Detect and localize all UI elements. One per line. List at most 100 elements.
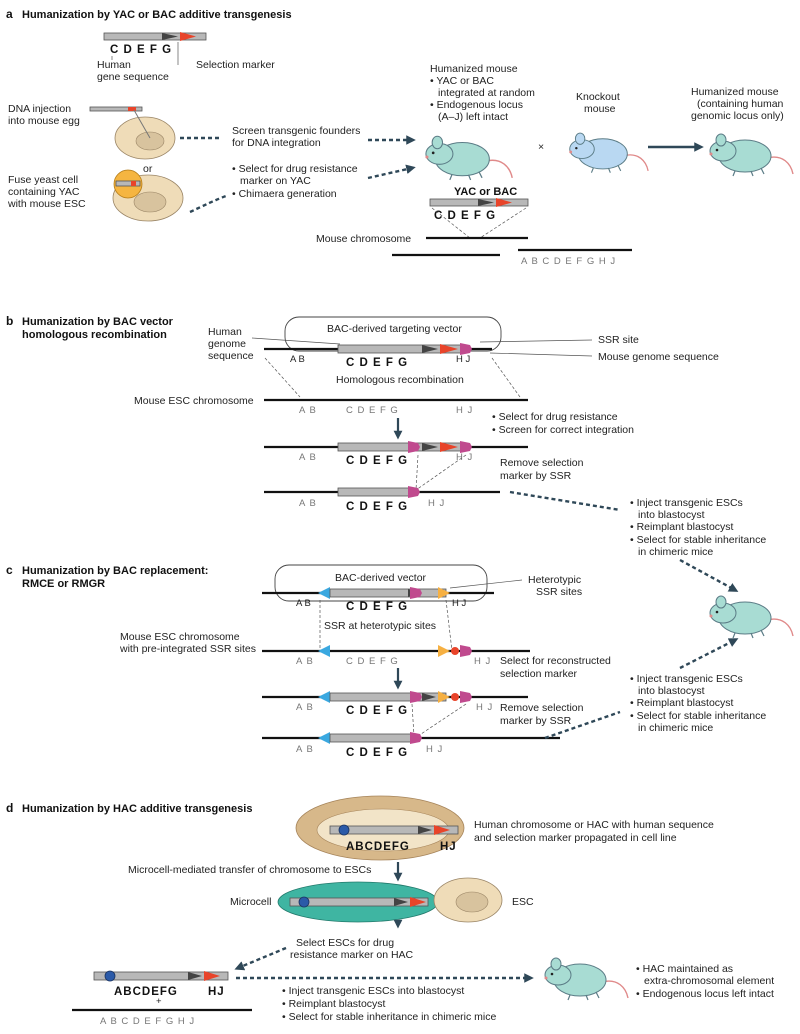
mouse-chromosome-label: Mouse chromosome bbox=[316, 233, 411, 245]
fused-esc bbox=[112, 169, 184, 222]
screen-label-2: for DNA integration bbox=[232, 137, 321, 149]
esc-hj: H J bbox=[456, 405, 473, 416]
esc-cdefg: C D E F G bbox=[346, 405, 399, 416]
yac-bac-label: YAC or BAC bbox=[454, 186, 517, 198]
human-label-2: genome bbox=[208, 338, 246, 350]
select-drug-label: • Select for drug resistance bbox=[492, 411, 618, 423]
mouse-genome-label: Mouse genome sequence bbox=[598, 351, 719, 363]
fuse-label-2: containing YAC bbox=[8, 186, 80, 198]
inject-block-lower: • Inject transgenic ESCs into blastocyst… bbox=[630, 673, 766, 734]
chimeric-mouse-icon bbox=[708, 595, 794, 639]
panel-b-title-1: Humanization by BAC vector bbox=[22, 316, 174, 328]
inject-lower-1: • Inject transgenic ESCs bbox=[630, 673, 743, 685]
ssr-site-label: SSR site bbox=[598, 334, 639, 346]
inject-block-upper: • Inject transgenic ESCs into blastocyst… bbox=[630, 497, 766, 558]
dash-upper-to-mouse bbox=[679, 558, 739, 592]
remove-marker-label-1: Remove selection bbox=[500, 457, 584, 469]
c-esc-cdefg: C D E F G bbox=[346, 656, 399, 667]
final-ab: A B bbox=[299, 498, 317, 509]
human-label-1: Human bbox=[208, 326, 242, 338]
dash-arrow-esc bbox=[189, 194, 227, 214]
final-mouse-label-2: (containing human bbox=[697, 98, 784, 110]
panel-d: d Humanization by HAC additive transgene… bbox=[6, 795, 774, 1027]
esc-chromosome-label-2: with pre-integrated SSR sites bbox=[119, 643, 256, 655]
hac-maint-3: • Endogenous locus left intact bbox=[636, 988, 774, 1000]
final-hj: H J bbox=[428, 498, 445, 509]
hac-maint-2: extra-chromosomal element bbox=[644, 975, 774, 987]
bac-vector-label: BAC-derived targeting vector bbox=[327, 323, 462, 335]
inject-lower-2: into blastocyst bbox=[638, 685, 705, 697]
select-esc-label-2: resistance marker on HAC bbox=[290, 949, 414, 961]
final-mouse-label-1: Humanized mouse bbox=[691, 86, 779, 98]
plus-sign: + bbox=[156, 996, 162, 1007]
screen-correct-label: • Screen for correct integration bbox=[492, 424, 634, 436]
hm-bullet-4: (A–J) left intact bbox=[438, 111, 508, 123]
dash-arrow-to-mouse-2 bbox=[367, 164, 416, 180]
dna-injection-label-1: DNA injection bbox=[8, 103, 71, 115]
d-inject-1: • Inject transgenic ESCs into blastocyst bbox=[282, 985, 464, 997]
selection-marker-label: Selection marker bbox=[196, 59, 275, 71]
hac-bar bbox=[93, 971, 229, 981]
microcell-transfer-label: Microcell-mediated transfer of chromosom… bbox=[128, 864, 371, 876]
hac-description-1: Human chromosome or HAC with human seque… bbox=[474, 819, 714, 831]
heterotypic-label-2: SSR sites bbox=[536, 586, 582, 598]
dash-to-esc-hac bbox=[234, 946, 287, 971]
esc-label: ESC bbox=[512, 896, 534, 908]
inject-upper-4: • Select for stable inheritance bbox=[630, 534, 766, 546]
endogenous-letters: A B C D E F G H J bbox=[521, 256, 616, 267]
bac-derived-vector-label: BAC-derived vector bbox=[335, 572, 427, 584]
vector-ab: A B bbox=[290, 354, 305, 365]
integrated-ab: A B bbox=[299, 452, 317, 463]
c-remove-label-1: Remove selection bbox=[500, 702, 584, 714]
hm-bullet-1: • YAC or BAC bbox=[430, 75, 494, 87]
vector-cdefg: C D E F G bbox=[346, 357, 408, 369]
mouse-esc-chromosome-label: Mouse ESC chromosome bbox=[134, 395, 254, 407]
d-inject-2: • Reimplant blastocyst bbox=[282, 998, 386, 1010]
panel-a: a Humanization by YAC or BAC additive tr… bbox=[6, 7, 794, 267]
select-label-3: • Chimaera generation bbox=[232, 188, 337, 200]
yac-construct-top bbox=[103, 32, 207, 41]
knockout-label-2: mouse bbox=[584, 103, 616, 115]
panel-b-title-2: homologous recombination bbox=[22, 329, 167, 341]
human-gene-label-2: gene sequence bbox=[97, 71, 169, 83]
panel-a-letter: a bbox=[6, 7, 13, 21]
hac-letters-2: HJ bbox=[440, 841, 457, 853]
c-vector-hj: H J bbox=[452, 598, 467, 609]
hm-title: Humanized mouse bbox=[430, 63, 518, 75]
knockout-mouse-icon bbox=[568, 132, 649, 174]
c-final-ab: A B bbox=[296, 744, 314, 755]
dash-b-to-inject bbox=[509, 490, 621, 512]
inject-upper-5: in chimeric mice bbox=[638, 546, 713, 558]
hac-esc-letters-2: HJ bbox=[208, 986, 225, 998]
c-final-cdefg: C D E F G bbox=[346, 747, 408, 759]
ssr-heterotypic-label: SSR at heterotypic sites bbox=[324, 620, 436, 632]
c-esc-ab: A B bbox=[296, 656, 314, 667]
dash-lower-to-mouse bbox=[679, 638, 739, 670]
dna-injection-label-2: into mouse egg bbox=[8, 115, 80, 127]
yac-construct-integrated bbox=[429, 198, 529, 207]
vector-hj: H J bbox=[456, 354, 471, 365]
or-label: or bbox=[143, 163, 153, 175]
hac-description-2: and selection marker propagated in cell … bbox=[474, 832, 677, 844]
screen-label-1: Screen transgenic founders bbox=[232, 125, 360, 137]
human-gene-letters: C D E F G bbox=[110, 44, 172, 56]
final-mouse-label-3: genomic locus only) bbox=[691, 110, 784, 122]
inject-lower-4: • Select for stable inheritance bbox=[630, 710, 766, 722]
hac-mouse-icon bbox=[543, 957, 629, 1001]
c-esc-hj: H J bbox=[474, 656, 491, 667]
inject-upper-3: • Reimplant blastocyst bbox=[630, 521, 734, 533]
inject-lower-5: in chimeric mice bbox=[638, 722, 713, 734]
hm-bullet-3: • Endogenous locus bbox=[430, 99, 523, 111]
panel-c-title-1: Humanization by BAC replacement: bbox=[22, 565, 208, 577]
remove-marker-label-2: marker by SSR bbox=[500, 470, 572, 482]
hac-maint-1: • HAC maintained as bbox=[636, 963, 733, 975]
integrated-gene-letters: C D E F G bbox=[434, 210, 496, 222]
panel-c: c Humanization by BAC replacement: RMCE … bbox=[6, 563, 621, 759]
panel-d-title: Humanization by HAC additive transgenesi… bbox=[22, 803, 252, 815]
integrated-hj: H J bbox=[456, 452, 473, 463]
panel-b: b Humanization by BAC vector homologous … bbox=[6, 314, 719, 513]
esc-chromosome-label-1: Mouse ESC chromosome bbox=[120, 631, 240, 643]
final-cdefg: C D E F G bbox=[346, 501, 408, 513]
fuse-label-1: Fuse yeast cell bbox=[8, 174, 78, 186]
